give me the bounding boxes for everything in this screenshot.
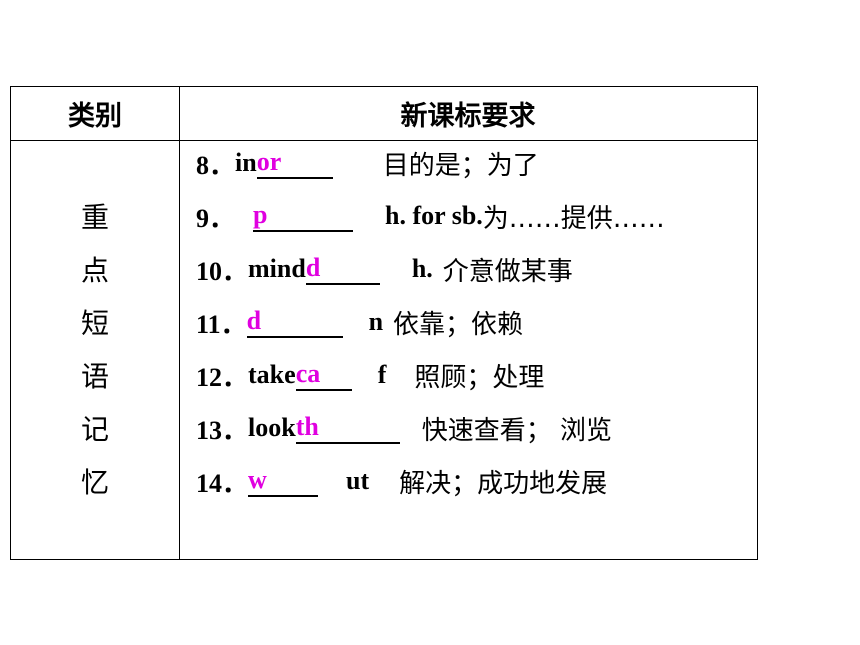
item-prefix: look (248, 413, 296, 442)
item-number: 8． (196, 150, 236, 180)
header-divider (11, 140, 757, 141)
item-meaning: 解决；成功地发展 (399, 468, 608, 499)
phrase-line-8: 8． in or 目的是；为了 (196, 141, 539, 185)
answer-blank: d (246, 306, 343, 338)
answer-blank: p (253, 200, 354, 232)
answer-blank: w (248, 465, 319, 497)
item-suffix: n (368, 307, 384, 336)
item-suffix: h. (411, 254, 433, 283)
header-requirements: 新课标要求 (400, 101, 536, 132)
item-number: 14． (196, 468, 249, 498)
item-number: 10． (196, 256, 249, 286)
answer-blank: ca (295, 359, 352, 391)
answer-blank: d (305, 253, 380, 285)
category-char: 语 (80, 360, 109, 393)
item-meaning: 目的是；为了 (382, 150, 539, 181)
category-label: 重 点 短 语 记 忆 (11, 191, 179, 509)
column-divider (179, 87, 180, 559)
item-meaning: 依靠；依赖 (393, 309, 524, 340)
phrase-line-11: 11． d n 依靠；依赖 (196, 300, 523, 344)
phrase-line-10: 10． mind d h. 介意做某事 (196, 247, 573, 291)
phrase-line-13: 13． look th 快速查看； 浏览 (196, 406, 612, 450)
item-meaning: 照顾；处理 (414, 362, 545, 393)
item-prefix: mind (248, 254, 306, 283)
item-number: 9． (196, 203, 236, 233)
item-suffix: h. for sb. (385, 201, 483, 230)
category-char: 重 (80, 201, 109, 234)
item-number: 11． (196, 309, 247, 339)
item-prefix: take (248, 360, 296, 389)
category-char: 短 (80, 307, 109, 340)
answer-blank: or (256, 147, 333, 179)
category-char: 忆 (80, 466, 109, 499)
item-prefix: in (235, 148, 257, 177)
phrase-line-9: 9． p h. for sb. 为……提供…… (196, 194, 665, 238)
item-meaning: 为……提供…… (482, 203, 665, 234)
answer-blank: th (295, 412, 400, 444)
category-char: 记 (80, 413, 109, 446)
item-meaning: 介意做某事 (442, 256, 573, 287)
header-category: 类别 (68, 101, 122, 132)
category-char: 点 (80, 254, 109, 287)
phrase-table: 类别 新课标要求 重 点 短 语 记 忆 (10, 86, 758, 560)
phrase-line-12: 12． take ca f 照顾；处理 (196, 353, 544, 397)
item-suffix: ut (346, 466, 370, 495)
item-number: 13． (196, 415, 249, 445)
item-suffix: f (377, 360, 387, 389)
item-meaning: 快速查看； 浏览 (421, 415, 612, 446)
item-number: 12． (196, 362, 249, 392)
phrase-line-14: 14． w ut 解决；成功地发展 (196, 459, 607, 503)
